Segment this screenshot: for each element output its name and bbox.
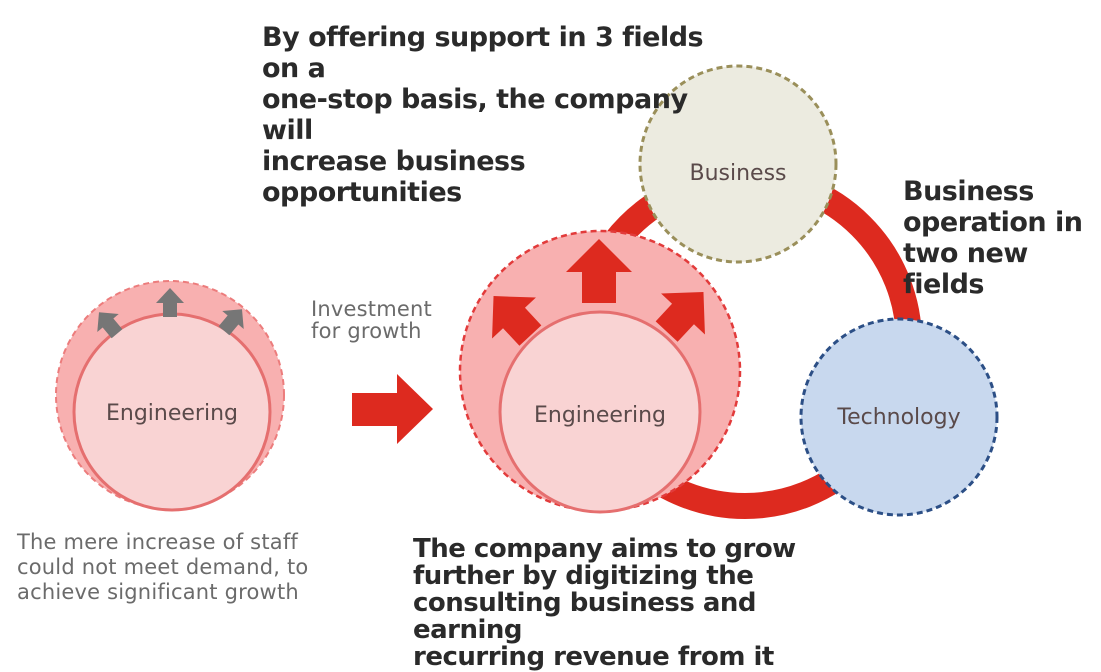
technology-circle xyxy=(799,317,999,517)
current-engineering-group: Engineering xyxy=(55,280,285,512)
investment-arrow-icon xyxy=(352,374,433,444)
new-fields-callout: Business operation in two new fields xyxy=(903,176,1083,300)
business-group: Business xyxy=(638,64,838,264)
investment-label: Investment for growth xyxy=(311,297,432,343)
red-up-arrow-icon xyxy=(566,239,632,303)
growth-diagram: Engineering Business Technology Engineer… xyxy=(55,64,999,519)
technology-label: Technology xyxy=(836,405,960,430)
technology-group: Technology xyxy=(799,317,999,517)
growth-callout: The company aims to grow further by digi… xyxy=(413,534,796,672)
current-engineering-label: Engineering xyxy=(106,401,238,426)
one-stop-callout: By offering support in 3 fields on a one… xyxy=(262,22,704,208)
gray-up-right-arrow-icon xyxy=(218,309,244,336)
business-circle xyxy=(638,64,838,264)
expanded-engineering-group: Engineering xyxy=(458,229,742,514)
expanded-engineering-label: Engineering xyxy=(534,403,666,428)
red-up-left-arrow-icon xyxy=(492,296,542,346)
expanded-engineering-circle xyxy=(498,310,702,514)
red-up-right-arrow-icon xyxy=(655,292,705,342)
staff-increase-note: The mere increase of staff could not mee… xyxy=(17,530,309,604)
gray-up-left-arrow-icon xyxy=(97,312,123,339)
business-label: Business xyxy=(689,161,786,186)
gray-up-arrow-icon xyxy=(156,288,184,317)
